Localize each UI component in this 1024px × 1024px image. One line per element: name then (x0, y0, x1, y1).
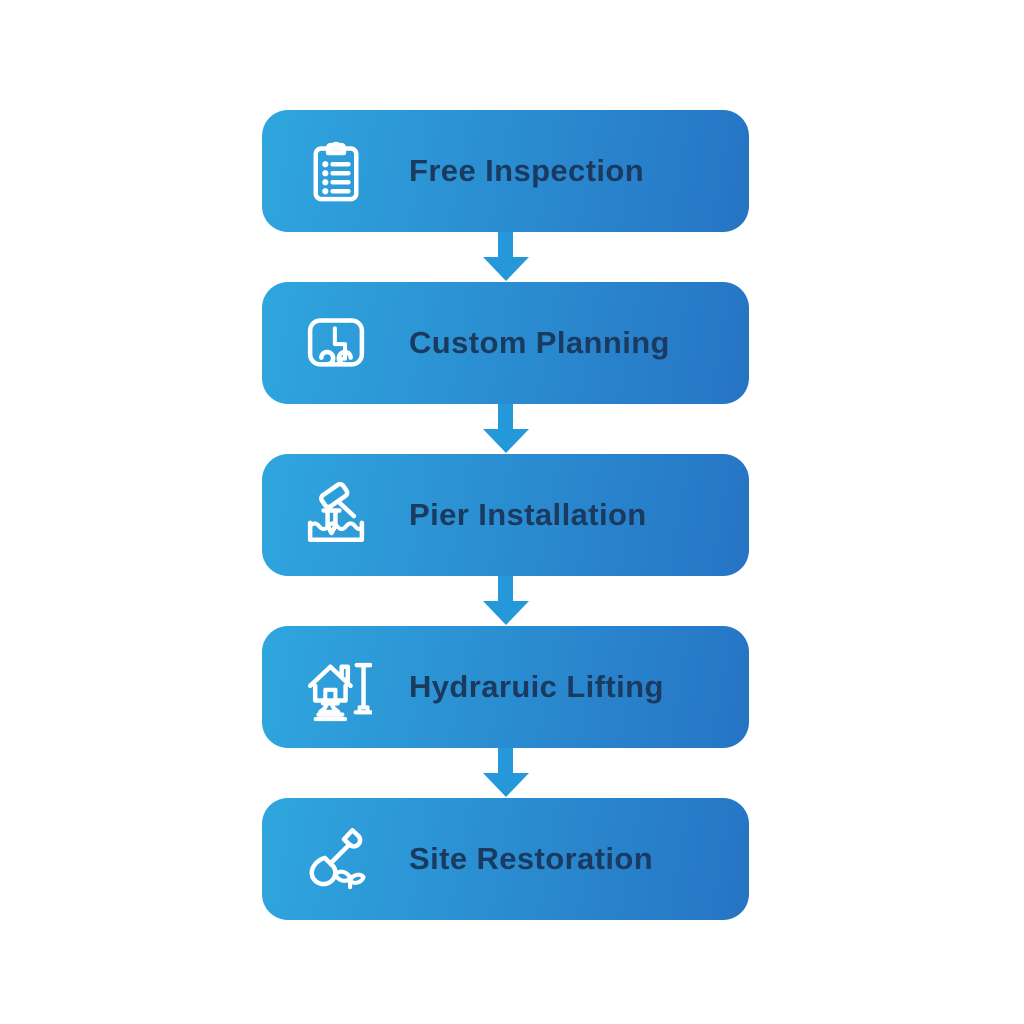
process-flow: Free Inspection Custom Planning (262, 110, 749, 920)
down-arrow (262, 576, 749, 626)
step-label: Free Inspection (409, 153, 645, 188)
house-jack-icon (296, 647, 376, 727)
step-site-restoration: Site Restoration (262, 798, 749, 920)
arrow-head (482, 429, 529, 453)
clipboard-checklist-icon (296, 131, 376, 211)
step-label: Site Restoration (409, 841, 654, 876)
arrow-stem (498, 232, 513, 257)
step-label: Custom Planning (409, 325, 670, 360)
arrow-head (482, 773, 529, 797)
step-label: Hydraruic Lifting (409, 669, 664, 704)
arrow-head (482, 257, 529, 281)
arrow-stem (498, 404, 513, 429)
down-arrow (262, 232, 749, 282)
arrow-head (482, 601, 529, 625)
arrow-stem (498, 576, 513, 601)
step-pier-installation: Pier Installation (262, 454, 749, 576)
step-free-inspection: Free Inspection (262, 110, 749, 232)
arrow-stem (498, 748, 513, 773)
step-label: Pier Installation (409, 497, 647, 532)
step-custom-planning: Custom Planning (262, 282, 749, 404)
down-arrow (262, 748, 749, 798)
down-arrow (262, 404, 749, 454)
blueprint-scroll-icon (296, 303, 376, 383)
hammer-pier-icon (296, 475, 376, 555)
step-hydraulic-lifting: Hydraruic Lifting (262, 626, 749, 748)
shovel-sprout-icon (296, 819, 376, 899)
